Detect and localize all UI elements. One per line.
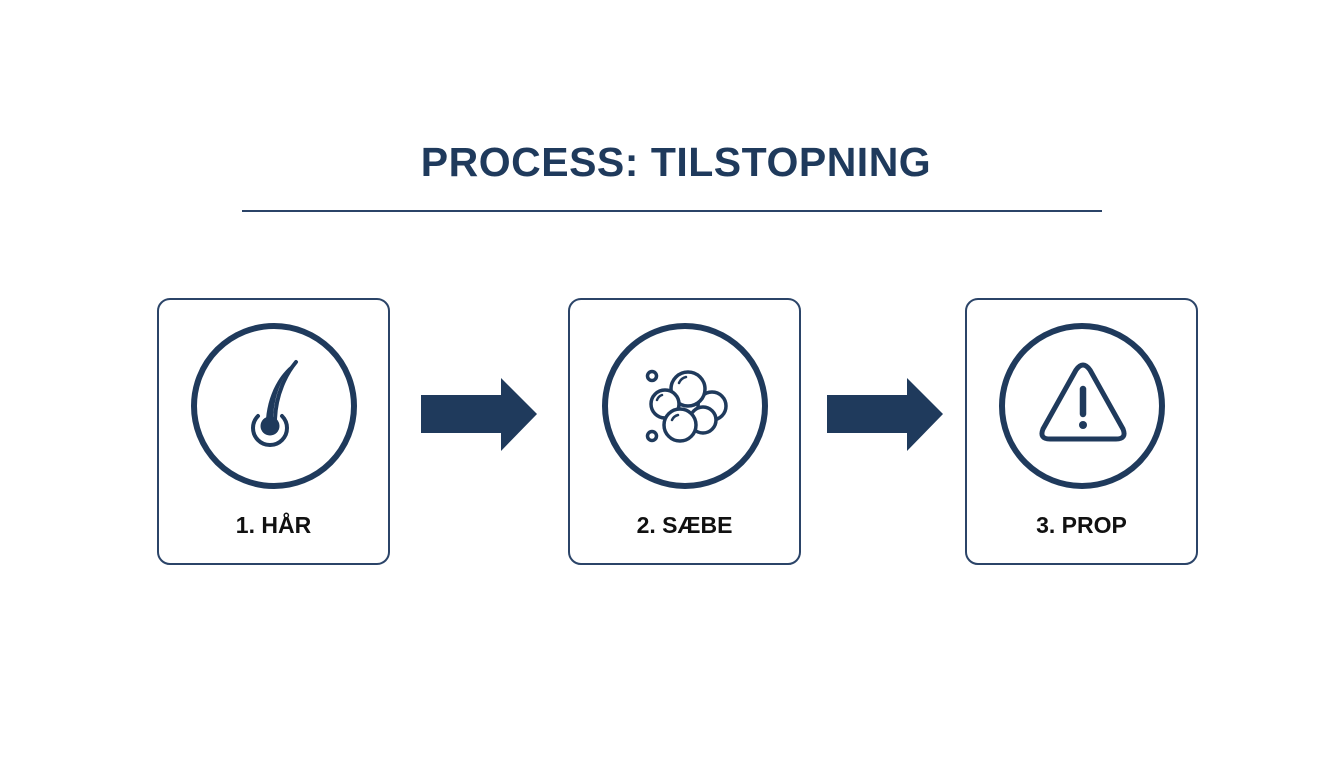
arrow-right-icon — [827, 378, 943, 451]
soap-bubbles-icon — [602, 323, 768, 489]
arrow-right-icon — [421, 378, 537, 451]
warning-triangle-icon — [999, 323, 1165, 489]
step-label: 3. PROP — [1036, 512, 1127, 538]
step-card-hair: 1. HÅR — [157, 298, 390, 565]
step-label: 2. SÆBE — [636, 512, 733, 538]
step-card-soap: 2. SÆBE — [568, 298, 801, 565]
step-label: 1. HÅR — [235, 512, 312, 538]
diagram-title: PROCESS: TILSTOPNING — [420, 139, 932, 185]
hair-follicle-icon — [191, 323, 357, 489]
title-divider — [242, 210, 1102, 212]
step-card-clog: 3. PROP — [965, 298, 1198, 565]
